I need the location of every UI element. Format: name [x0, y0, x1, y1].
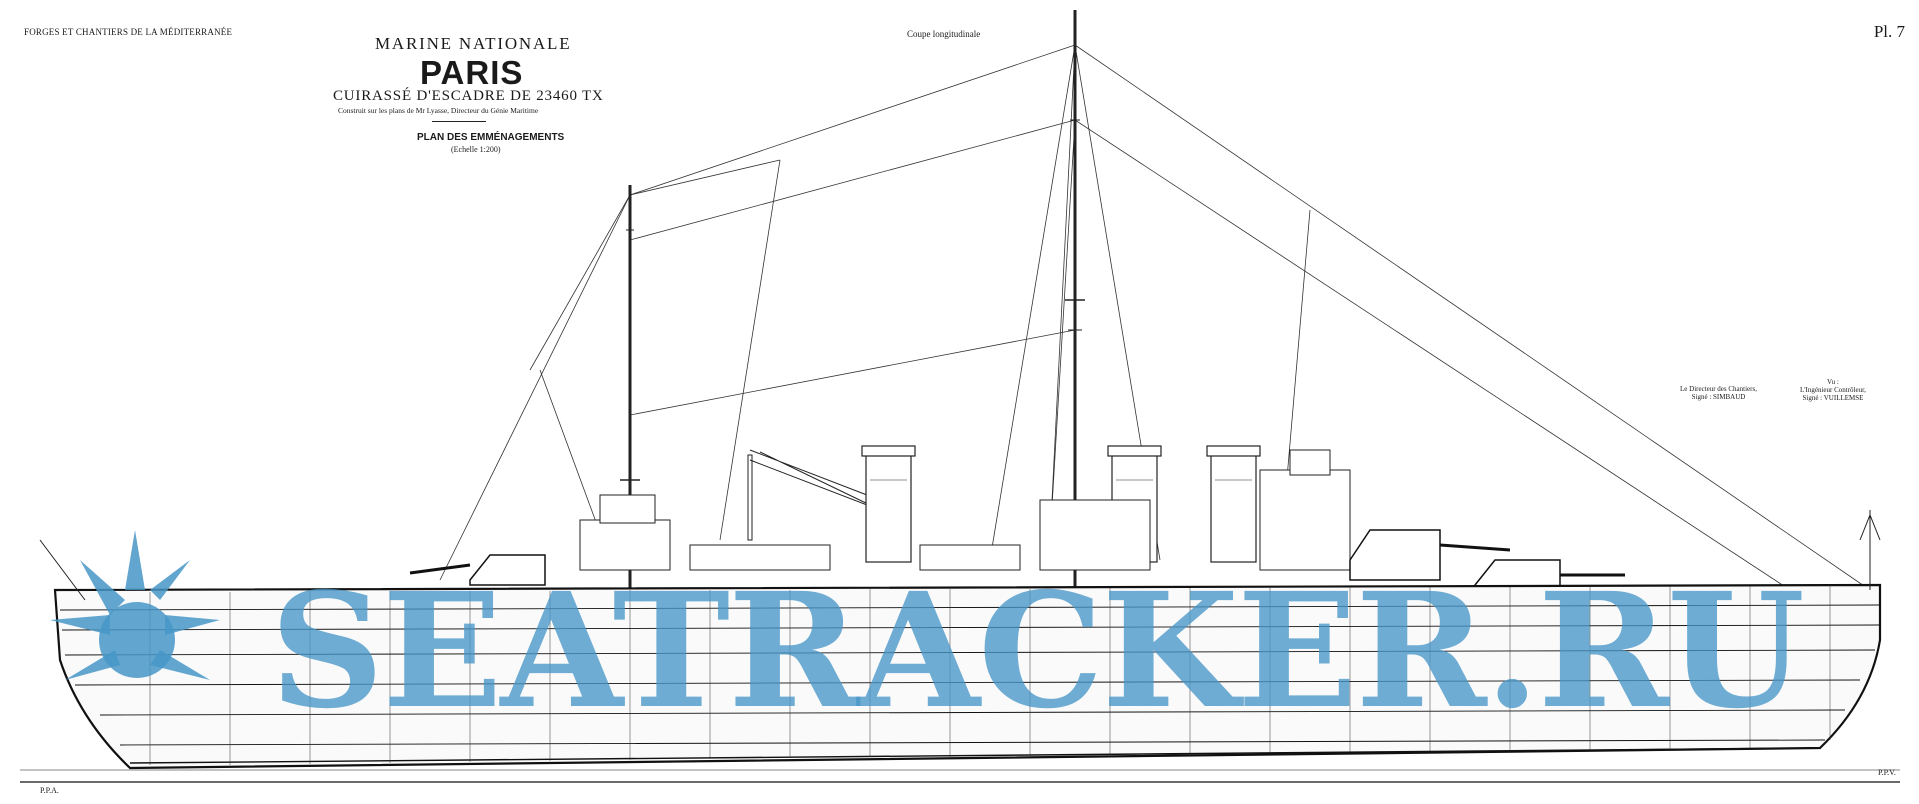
sunburst-logo [50, 530, 220, 680]
rigging-lines [439, 44, 1871, 591]
navy-title: MARINE NATIONALE [375, 34, 572, 53]
aft-perpendicular-label: P.P.A. [40, 786, 59, 795]
ship-subtitle: CUIRASSÉ D'ESCADRE DE 23460 TX [333, 88, 604, 104]
hull [53, 583, 1882, 770]
builder-note: Construit sur les plans de Mr Lyasse, Di… [338, 106, 539, 115]
ship-name: PARIS [420, 54, 524, 91]
title-divider [432, 121, 486, 122]
forward-perpendicular-label: P.P.V. [1878, 768, 1896, 777]
director-signature: Le Directeur des Chantiers, Signé : SIMB… [1680, 385, 1757, 401]
gun-turrets [409, 529, 1625, 601]
plan-scale: (Echelle 1:200) [451, 145, 501, 154]
controller-signature: Vu : L'Ingénieur Contrôleur, Signé : VUI… [1800, 378, 1866, 402]
keel-baseline [20, 769, 1900, 783]
stern-features [39, 510, 1881, 601]
crane [747, 449, 881, 541]
plate-number: Pl. 7 [1873, 22, 1905, 41]
view-label: Coupe longitudinale [907, 29, 981, 39]
masts [620, 10, 1085, 600]
shipyard-name: FORGES ET CHANTIERS DE LA MÉDITERRANÉE [24, 27, 233, 37]
plan-title: PLAN DES EMMÉNAGEMENTS [417, 132, 565, 143]
superstructure [579, 449, 1351, 571]
watermark: SEATRACKER.RU [270, 559, 1805, 744]
